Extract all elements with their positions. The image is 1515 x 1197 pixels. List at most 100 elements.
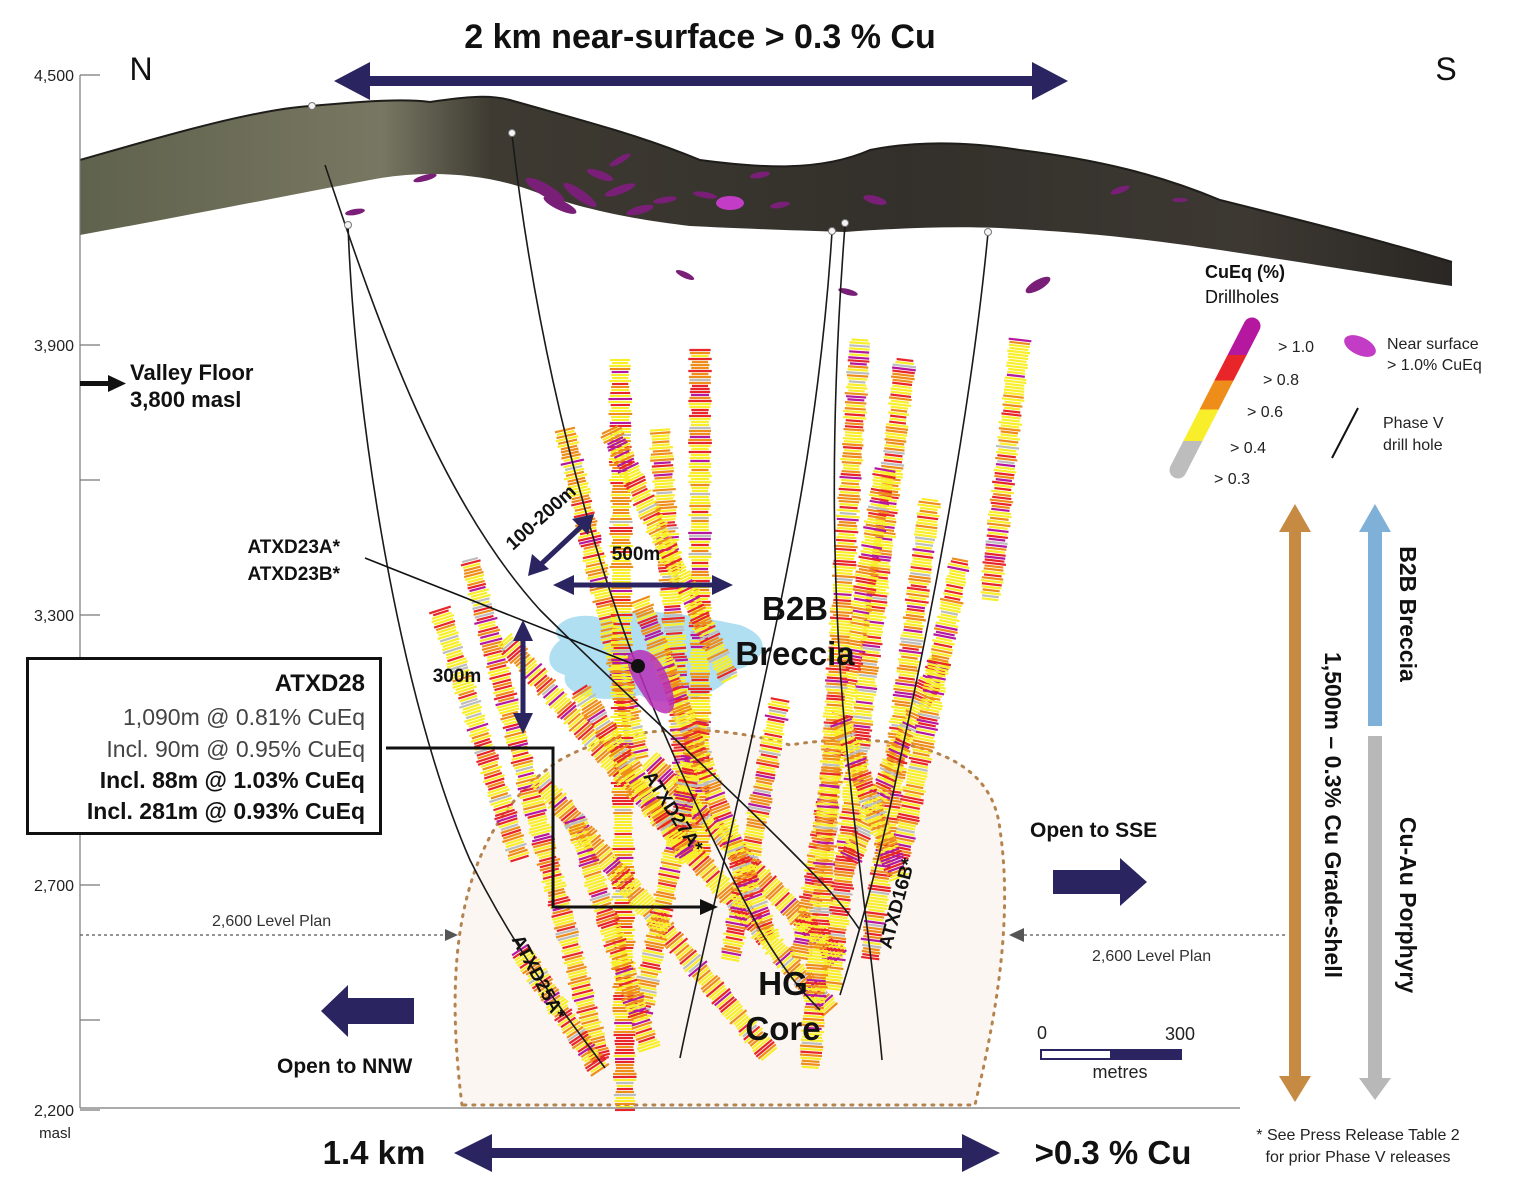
assay-interval bbox=[446, 659, 468, 669]
assay-interval bbox=[632, 494, 655, 507]
assay-interval bbox=[836, 526, 858, 531]
assay-interval bbox=[617, 980, 641, 991]
assay-interval bbox=[897, 729, 916, 739]
assay-interval bbox=[645, 946, 663, 953]
assay-interval bbox=[830, 619, 851, 624]
assay-interval bbox=[902, 631, 923, 637]
level-plan-left-label: 2,600 Level Plan bbox=[212, 913, 331, 930]
assay-interval bbox=[803, 993, 827, 998]
assay-interval bbox=[786, 904, 803, 920]
assay-interval bbox=[800, 1062, 820, 1067]
assay-interval bbox=[583, 870, 602, 878]
assay-interval bbox=[917, 515, 939, 521]
assay-interval bbox=[688, 850, 706, 867]
assay-interval bbox=[981, 594, 999, 599]
assay-interval bbox=[947, 565, 970, 573]
assay-interval bbox=[690, 609, 707, 619]
assay-interval bbox=[875, 838, 897, 849]
assay-interval bbox=[483, 769, 501, 777]
assay-interval bbox=[536, 678, 557, 697]
assay-interval bbox=[902, 646, 919, 651]
assay-interval bbox=[838, 532, 856, 537]
assay-interval bbox=[725, 917, 750, 925]
assay-interval bbox=[646, 639, 668, 650]
assay-interval bbox=[831, 720, 853, 731]
assay-interval bbox=[809, 936, 829, 941]
assay-interval bbox=[638, 503, 658, 514]
assay-interval bbox=[652, 440, 670, 444]
assay-interval bbox=[894, 690, 916, 696]
assay-interval bbox=[804, 999, 826, 1004]
assay-interval bbox=[989, 498, 1014, 504]
assay-interval bbox=[664, 655, 687, 660]
assay-interval bbox=[868, 884, 891, 890]
assay-interval bbox=[460, 697, 478, 706]
assay-interval bbox=[1004, 400, 1021, 405]
assay-interval bbox=[995, 462, 1016, 468]
assay-interval bbox=[486, 660, 509, 669]
assay-interval bbox=[876, 775, 895, 786]
collar-marker bbox=[308, 102, 316, 110]
assay-interval bbox=[863, 625, 883, 631]
assay-interval bbox=[573, 508, 594, 516]
assay-interval bbox=[694, 619, 713, 630]
assay-interval bbox=[638, 1043, 661, 1053]
assay-interval bbox=[862, 940, 882, 946]
assay-interval bbox=[853, 703, 875, 708]
assay-interval bbox=[489, 669, 510, 677]
assay-interval bbox=[650, 914, 671, 921]
assay-interval bbox=[738, 1019, 754, 1033]
assay-interval bbox=[669, 570, 691, 582]
assay-interval bbox=[578, 853, 596, 861]
assay-interval bbox=[703, 636, 720, 646]
assay-interval bbox=[842, 454, 862, 459]
assay-interval bbox=[687, 960, 708, 978]
assay-interval bbox=[831, 604, 852, 609]
assay-interval bbox=[640, 970, 659, 976]
assay-interval bbox=[906, 589, 930, 595]
assay-interval bbox=[559, 704, 577, 720]
assay-interval bbox=[849, 362, 867, 366]
assay-interval bbox=[738, 1020, 758, 1037]
assay-interval bbox=[981, 585, 1002, 590]
assay-interval bbox=[702, 976, 721, 993]
assay-interval bbox=[566, 482, 589, 490]
assay-interval bbox=[605, 941, 627, 950]
assay-interval bbox=[812, 873, 834, 878]
compass-north: N bbox=[129, 51, 152, 87]
assay-interval bbox=[812, 903, 830, 908]
assay-interval bbox=[637, 505, 661, 518]
assay-interval bbox=[477, 751, 496, 760]
assay-interval bbox=[647, 919, 672, 927]
assay-interval bbox=[696, 624, 716, 636]
assay-interval bbox=[505, 736, 528, 744]
assay-interval bbox=[873, 828, 891, 837]
assay-interval bbox=[689, 611, 710, 623]
assay-interval bbox=[563, 708, 582, 725]
assay-interval bbox=[770, 887, 787, 903]
axis-tick-label: 3,900 bbox=[34, 338, 74, 355]
assay-interval bbox=[903, 625, 923, 631]
assay-interval bbox=[758, 875, 773, 889]
assay-interval bbox=[850, 599, 874, 607]
assay-interval bbox=[654, 482, 674, 486]
assay-interval bbox=[501, 638, 521, 656]
assay-interval bbox=[1008, 358, 1027, 363]
assay-interval bbox=[948, 562, 970, 570]
assay-interval bbox=[455, 683, 475, 692]
assay-interval bbox=[624, 768, 646, 783]
assay-interval bbox=[758, 749, 781, 757]
assay-interval bbox=[708, 800, 728, 810]
assay-interval bbox=[581, 1018, 599, 1025]
assay-interval bbox=[609, 947, 626, 955]
assay-interval bbox=[716, 817, 734, 826]
assay-interval bbox=[477, 626, 499, 634]
assay-interval bbox=[820, 793, 838, 797]
assay-interval bbox=[593, 717, 610, 729]
assay-interval bbox=[583, 544, 600, 550]
assay-interval bbox=[490, 796, 513, 806]
assay-interval bbox=[858, 652, 882, 658]
assay-interval bbox=[712, 657, 731, 668]
assay-interval bbox=[547, 887, 565, 895]
assay-interval bbox=[676, 720, 700, 732]
